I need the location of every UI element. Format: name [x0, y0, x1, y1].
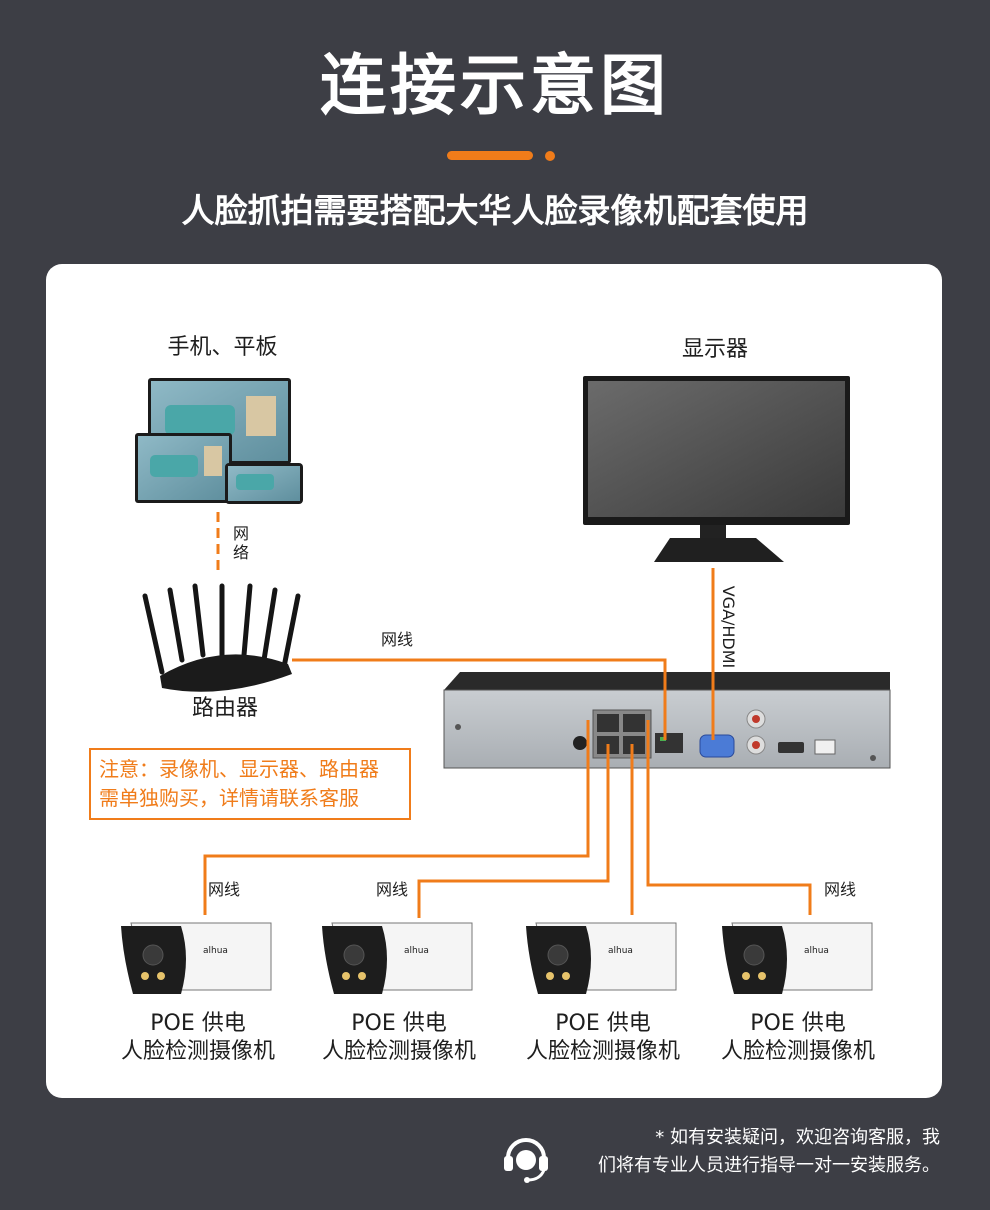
monitor-label: 显示器 — [681, 337, 748, 362]
camera-image: alhua — [322, 922, 473, 994]
camera-2-power-text: POE 供电 — [351, 1011, 447, 1036]
camera-4-cable-label: 网线 — [824, 880, 857, 899]
vga-hdmi-label: VGA/HDMI — [719, 585, 738, 669]
title-accent-dot — [545, 151, 555, 161]
camera-image: alhua — [722, 922, 873, 994]
camera-3-label: POE 供电 人脸检测摄像机 — [513, 1010, 693, 1066]
router-image — [142, 583, 301, 692]
camera-2-cable-label: 网线 — [376, 880, 409, 899]
page-subtitle: 人脸抓拍需要搭配大华人脸录像机配套使用 — [181, 191, 809, 230]
monitor-image — [583, 376, 850, 562]
title-accent-bar — [447, 151, 533, 160]
footer-line-2: 们将有专业人员进行指导一对一安装服务。 — [598, 1155, 940, 1176]
footer-line-1: * 如有安装疑问，欢迎咨询客服，我 — [655, 1127, 940, 1148]
camera-1-cable-label: 网线 — [208, 880, 241, 899]
nvr-recorder-image — [443, 672, 891, 769]
footer-text: * 如有安装疑问，欢迎咨询客服，我 们将有专业人员进行指导一对一安装服务。 — [598, 1124, 940, 1180]
camera-1-type-text: 人脸检测摄像机 — [120, 1039, 275, 1064]
camera-4-power-text: POE 供电 — [750, 1011, 846, 1036]
camera-4-type-text: 人脸检测摄像机 — [720, 1039, 875, 1064]
purchase-note-line-1: 注意：录像机、显示器、路由器 — [99, 757, 379, 781]
camera-2-label: POE 供电 人脸检测摄像机 — [309, 1010, 489, 1066]
camera-1-power-text: POE 供电 — [150, 1011, 246, 1036]
camera-2-type-text: 人脸检测摄像机 — [321, 1039, 476, 1064]
network-label-vertical-2: 络 — [233, 543, 250, 562]
phone-tablet-label: 手机、平板 — [167, 335, 278, 360]
svg-text:alhua: alhua — [804, 946, 829, 956]
svg-text:alhua: alhua — [608, 946, 633, 956]
tablet-phone-image — [135, 378, 303, 504]
cable-lines — [203, 512, 812, 918]
camera-3-type-text: 人脸检测摄像机 — [525, 1039, 680, 1064]
headset-icon — [504, 1138, 548, 1183]
purchase-note-line-2: 需单独购买，详情请联系客服 — [99, 786, 359, 810]
camera-3-power-text: POE 供电 — [555, 1011, 651, 1036]
purchase-note: 注意：录像机、显示器、路由器 需单独购买，详情请联系客服 — [89, 748, 411, 820]
router-label: 路由器 — [191, 696, 258, 721]
camera-image: alhua — [526, 922, 677, 994]
page-title: 连接示意图 — [320, 47, 670, 124]
router-cable-label: 网线 — [381, 630, 414, 649]
svg-text:alhua: alhua — [203, 946, 228, 956]
camera-image: alhua — [121, 922, 272, 994]
svg-text:alhua: alhua — [404, 946, 429, 956]
camera-1-label: POE 供电 人脸检测摄像机 — [108, 1010, 288, 1066]
network-label-vertical-1: 网 — [233, 524, 250, 543]
camera-4-label: POE 供电 人脸检测摄像机 — [708, 1010, 888, 1066]
